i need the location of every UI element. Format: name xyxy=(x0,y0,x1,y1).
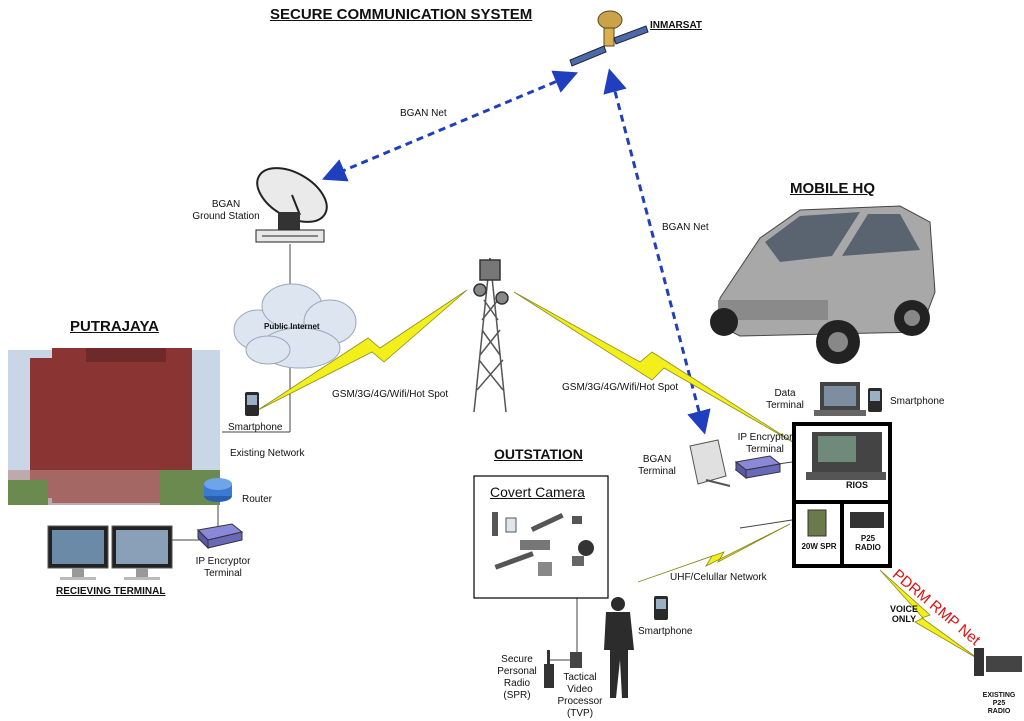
existing-p25-radio-label: EXISTING P25 RADIO xyxy=(982,692,1016,715)
smartphone-icons xyxy=(245,388,882,620)
covert-camera-frame xyxy=(473,475,609,599)
p25-radio-hq-label: P25 RADIO xyxy=(855,534,881,552)
p25-radio-hq-device xyxy=(850,512,884,528)
router-label: Router xyxy=(242,494,273,505)
inmarsat-label: INMARSAT xyxy=(650,20,703,31)
uhf-label: UHF/Celullar Network xyxy=(670,572,767,583)
ip-encryptor-hq-device xyxy=(734,455,782,480)
public-internet-label: Public Internet xyxy=(264,322,320,331)
rios-laptop xyxy=(806,432,886,480)
gsm-left-label: GSM/3G/4G/Wifi/Hot Spot xyxy=(332,389,449,400)
inmarsat-satellite xyxy=(569,10,649,67)
bgan-link-ground xyxy=(321,70,579,182)
covert-camera-label: Covert Camera xyxy=(490,484,585,500)
bgan-terminal-device xyxy=(689,439,731,487)
mobile-hq-label: MOBILE HQ xyxy=(790,180,875,197)
bgan-net-right-label: BGAN Net xyxy=(662,222,709,233)
covert-camera-equipment xyxy=(492,512,594,576)
smartphone-hq-label: Smartphone xyxy=(890,396,945,407)
putrajaya-label: PUTRAJAYA xyxy=(70,318,159,335)
bgan-net-left-label: BGAN Net xyxy=(400,108,447,119)
gsm-right-label: GSM/3G/4G/Wifi/Hot Spot xyxy=(562,382,679,393)
bgan-ground-station-dish xyxy=(255,167,328,243)
spr-device xyxy=(544,650,554,688)
outstation-label: OUTSTATION xyxy=(494,446,583,462)
voice-only-label: VOICE ONLY xyxy=(889,604,918,624)
uhf-link xyxy=(637,523,791,583)
data-terminal-laptop xyxy=(814,382,866,416)
bgan-ground-station-label: BGAN Ground Station xyxy=(192,199,260,222)
public-internet-cloud xyxy=(233,283,357,369)
cell-tower xyxy=(473,257,509,413)
tactical-video-processor-label: Tactical Video Processor (TVP) xyxy=(557,672,603,719)
diagram-title: SECURE COMMUNICATION SYSTEM xyxy=(270,6,533,23)
spr-20w-label: 20W SPR xyxy=(801,542,837,551)
smartphone-outstation-label: Smartphone xyxy=(638,626,693,637)
data-terminal-label: Data Terminal xyxy=(766,388,804,411)
receiving-terminal-monitors xyxy=(47,525,173,580)
tvp-device xyxy=(570,652,582,668)
mobile-hq-vehicle xyxy=(710,205,936,364)
existing-p25-radio-device xyxy=(974,648,1022,676)
ip-encryptor-left-device xyxy=(196,523,244,550)
rios-label: RIOS xyxy=(845,480,868,490)
ip-encryptor-left-label: IP Encryptor Terminal xyxy=(195,556,251,579)
smartphone-putrajaya-label: Smartphone xyxy=(228,422,283,433)
router-device xyxy=(204,478,232,502)
existing-network-label: Existing Network xyxy=(230,448,305,459)
spr-20w-device xyxy=(807,509,827,537)
bgan-terminal-label: BGAN Terminal xyxy=(638,454,676,477)
receiving-terminal-label: RECIEVING TERMINAL xyxy=(56,586,166,597)
mobile-hq-rack xyxy=(792,422,892,568)
putrajaya-building xyxy=(8,348,220,505)
secure-personal-radio-label: Secure Personal Radio (SPR) xyxy=(497,654,537,701)
ip-encryptor-hq-label: IP Encryptor Terminal xyxy=(737,432,793,455)
field-officer xyxy=(604,597,634,698)
